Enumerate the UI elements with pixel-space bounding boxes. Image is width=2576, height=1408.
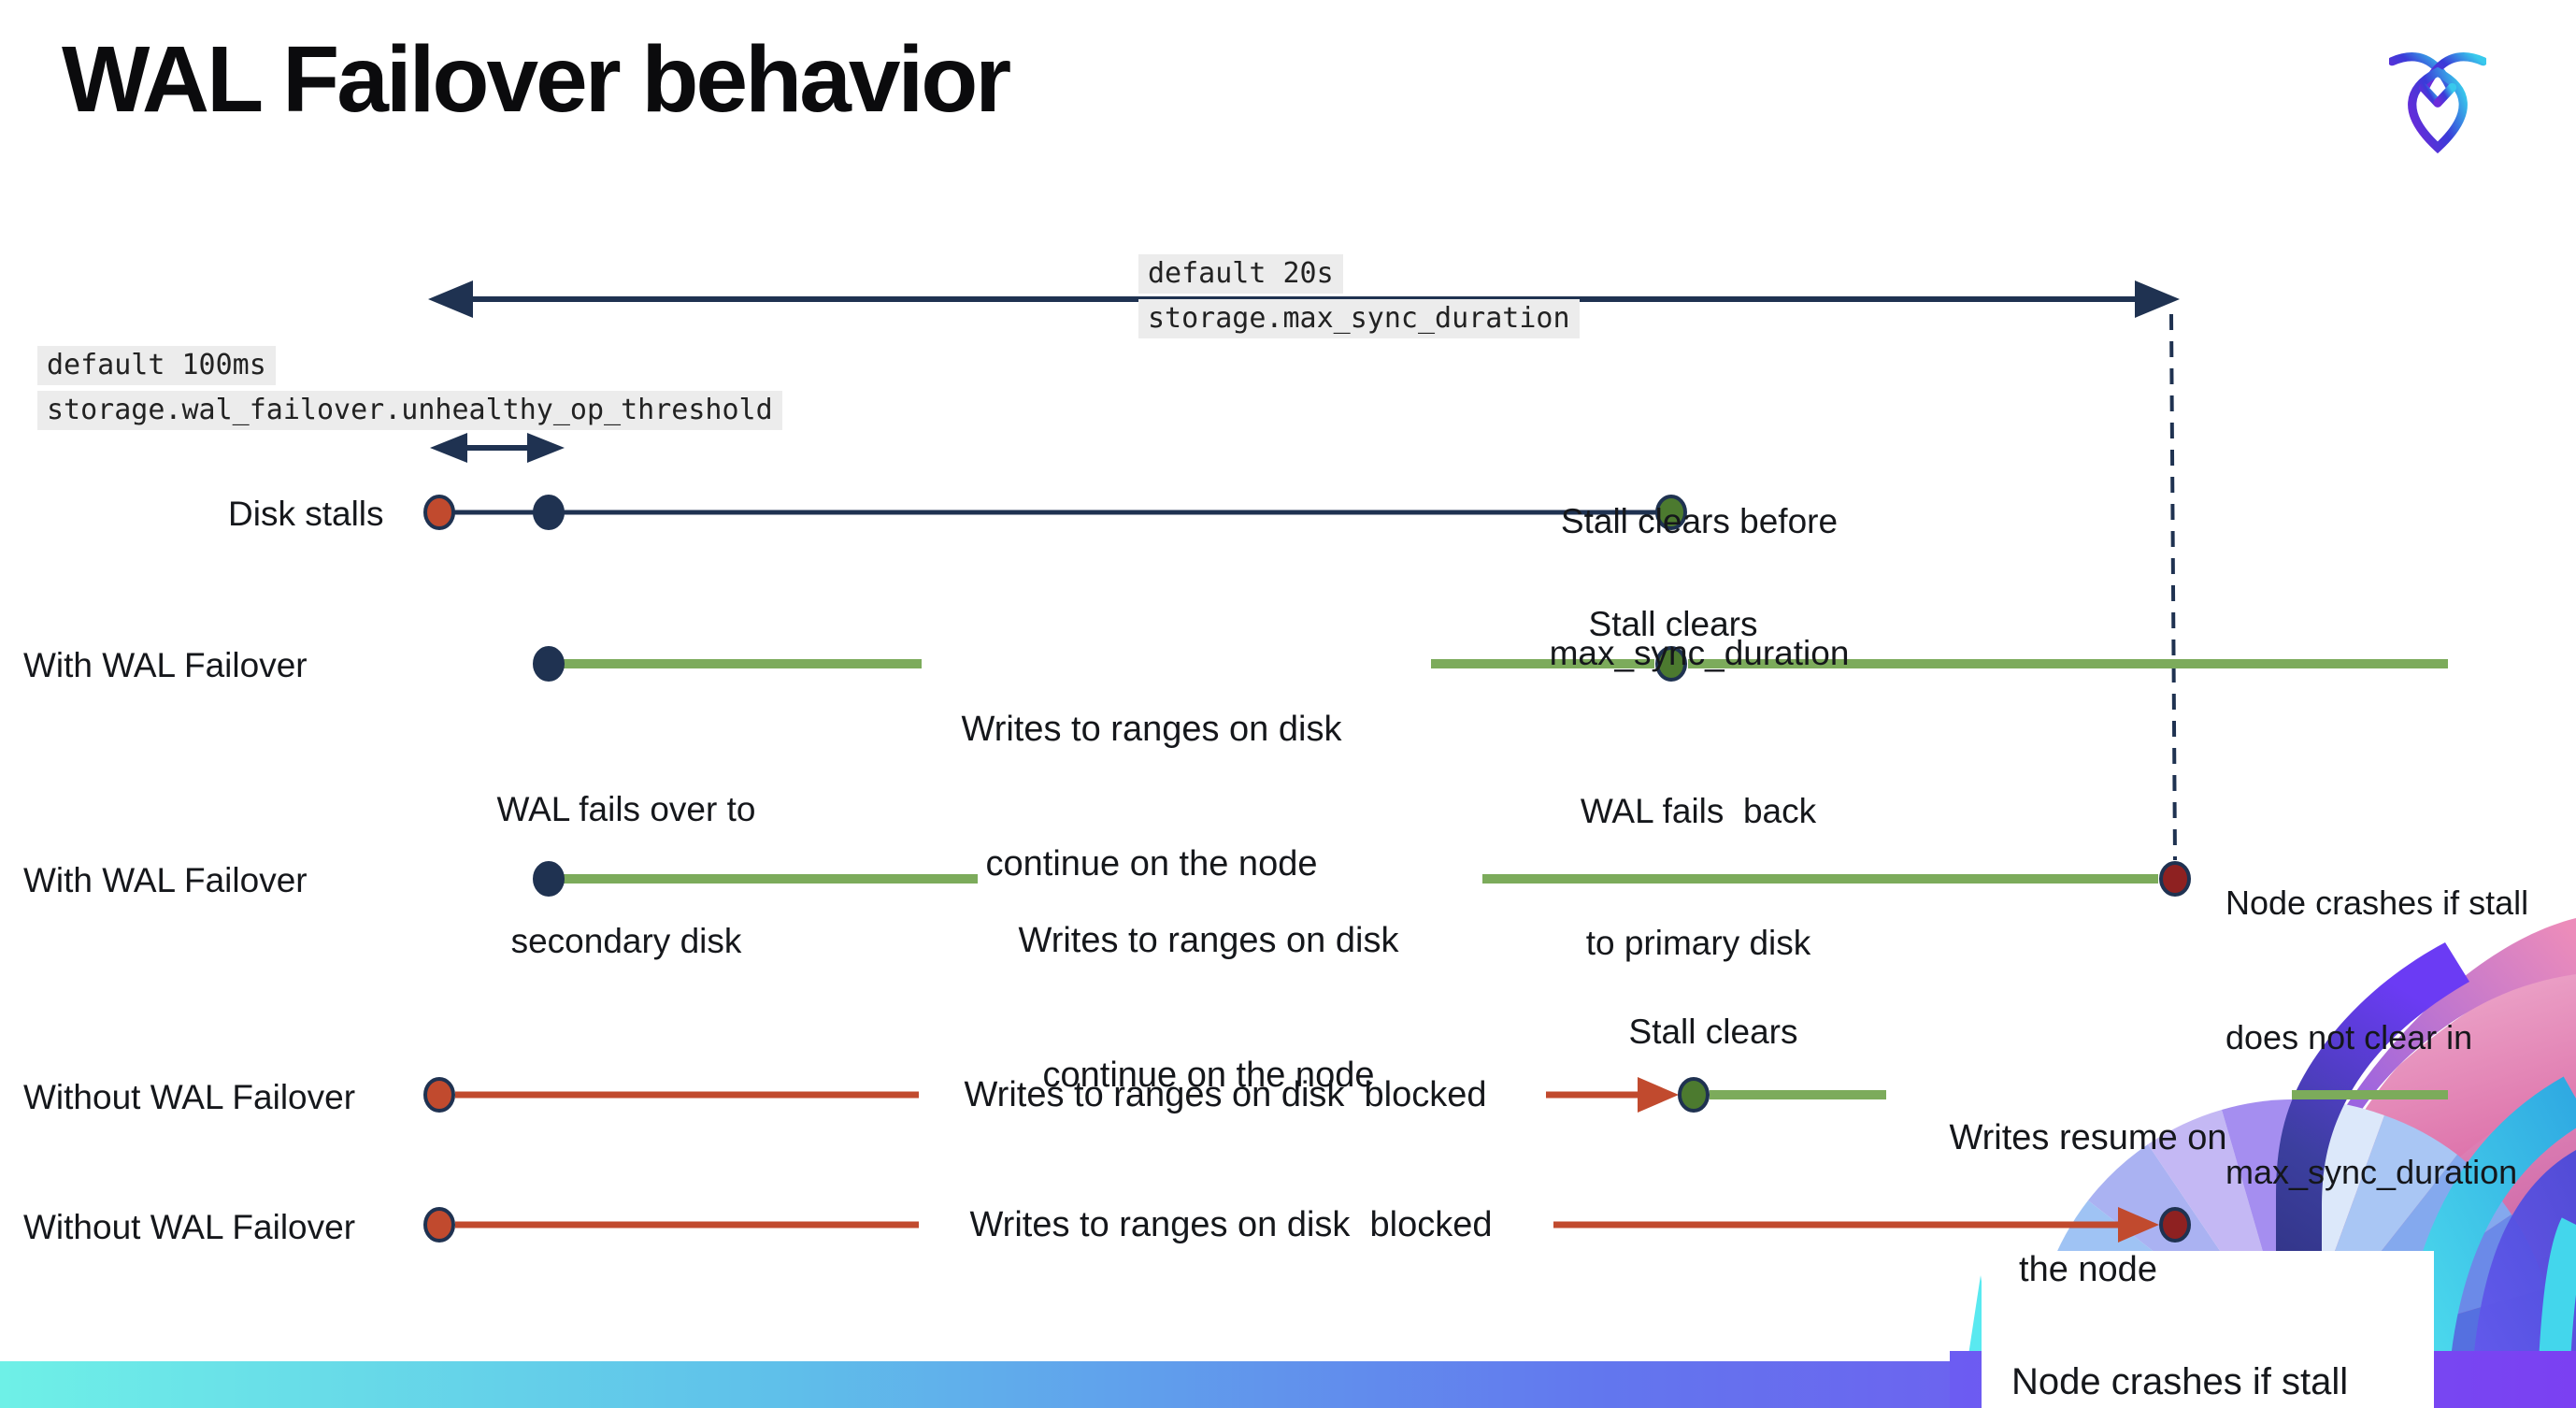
- setting-name: storage.wal_failover.unhealthy_op_thresh…: [37, 391, 782, 430]
- unhealthy-threshold-arrow: [430, 433, 565, 463]
- dashed-crash-connector: [2169, 313, 2177, 861]
- row4-stall-clears-dot: [1678, 1077, 1710, 1113]
- unhealthy-threshold-setting-label: default 100ms storage.wal_failover.unhea…: [37, 346, 782, 430]
- row4-arrowhead: [1638, 1077, 1679, 1113]
- row5-stall-start-dot: [423, 1207, 455, 1243]
- row3-crash-note: Node crashes if stall does not clear in …: [2225, 884, 2529, 1191]
- row1-stall-start-dot: [423, 495, 455, 530]
- setting-default-value: default 20s: [1138, 254, 1343, 294]
- crash-callout-text: Node crashes if stall does not clear in …: [2011, 1260, 2348, 1408]
- row2-failback-note: WAL fails back to primary disk: [1580, 792, 1817, 962]
- row2-failover-dot: [533, 646, 565, 682]
- setting-name: storage.max_sync_duration: [1138, 299, 1580, 338]
- row2-stall-clears-label: Stall clears: [1588, 605, 1758, 643]
- row-label: With WAL Failover: [23, 646, 308, 684]
- row5-blocked-note: Writes to ranges on disk blocked: [969, 1205, 1493, 1244]
- row2-failover-note: WAL fails over to secondary disk: [496, 790, 756, 960]
- row3-crash-dot: [2159, 861, 2191, 897]
- row1-threshold-dot: [533, 495, 565, 530]
- row-label: With WAL Failover: [23, 861, 308, 899]
- row4-blocked-note: Writes to ranges on disk blocked: [964, 1075, 1487, 1114]
- row4-resume-note: Writes resume on the node: [1949, 1118, 2227, 1289]
- row-label: Without WAL Failover: [23, 1208, 356, 1246]
- row-label: Disk stalls: [228, 495, 384, 533]
- cockroachdb-logo-icon: [2389, 52, 2486, 153]
- row-label: Without WAL Failover: [23, 1078, 356, 1116]
- row3-writes-note: Writes to ranges on disk continue on the…: [1018, 921, 1399, 1095]
- setting-default-value: default 100ms: [37, 346, 276, 385]
- row4-stall-clears-label: Stall clears: [1628, 1013, 1798, 1051]
- crash-callout-box: Node crashes if stall does not clear in …: [1982, 1251, 2434, 1408]
- max-sync-setting-label: default 20s storage.max_sync_duration: [1138, 254, 1580, 338]
- row2-writes-note: Writes to ranges on disk continue on the…: [961, 710, 1342, 884]
- row4-stall-start-dot: [423, 1077, 455, 1113]
- crash-line: Node crashes if stall: [2011, 1361, 2349, 1402]
- page-title: WAL Failover behavior: [62, 27, 1011, 132]
